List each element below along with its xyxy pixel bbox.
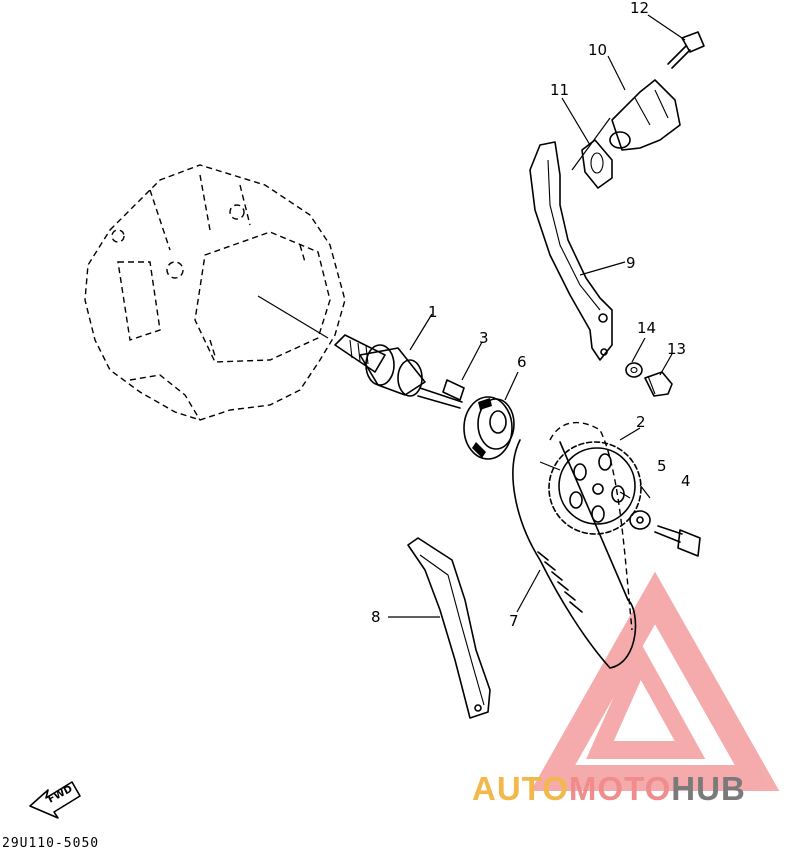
- callout-8: 8: [371, 608, 381, 626]
- cam-sprocket: [548, 441, 642, 535]
- drawing-code: 29U110-5050: [2, 836, 100, 851]
- sprocket-bolt: [654, 525, 701, 557]
- cylinder-head: [84, 164, 346, 421]
- cam-chain: [512, 421, 637, 669]
- callout-10: 10: [588, 41, 607, 59]
- forward-arrow-icon: FWD: [29, 781, 81, 819]
- callout-1: 1: [428, 303, 438, 321]
- tensioner-gasket: [581, 139, 613, 189]
- callout-2: 2: [636, 413, 646, 431]
- camshaft: [334, 334, 463, 409]
- callout-11: 11: [550, 81, 569, 99]
- callout-7: 7: [509, 612, 519, 630]
- tensioner-guide: [529, 141, 613, 361]
- watermark-logo-icon: [530, 571, 780, 791]
- chain-guide: [407, 537, 491, 719]
- watermark-brand: AUTOMOTOHUB: [472, 770, 746, 808]
- cam-chain-tensioner: [609, 79, 681, 151]
- callout-6: 6: [517, 353, 527, 371]
- tensioner-bolt: [667, 31, 705, 69]
- spacer-bearing: [463, 396, 515, 460]
- guide-washer: [625, 362, 643, 378]
- callout-13: 13: [667, 340, 686, 358]
- brand-part-auto: AUTO: [472, 770, 569, 807]
- callout-12: 12: [630, 0, 649, 17]
- callout-9: 9: [626, 254, 636, 272]
- callout-14: 14: [637, 319, 656, 337]
- washer: [629, 510, 651, 530]
- callout-5: 5: [657, 457, 667, 475]
- callout-labels: 1 2 3 4 5 6 7 8 9 10 11 12 13 14: [371, 0, 691, 630]
- leader-lines: [257, 14, 686, 618]
- brand-part-moto: MOTO: [568, 770, 672, 807]
- callout-4: 4: [681, 472, 691, 490]
- dowel-pin: [442, 379, 465, 401]
- guide-bolt: [644, 371, 673, 397]
- brand-part-hub: HUB: [671, 770, 746, 807]
- callout-3: 3: [479, 329, 489, 347]
